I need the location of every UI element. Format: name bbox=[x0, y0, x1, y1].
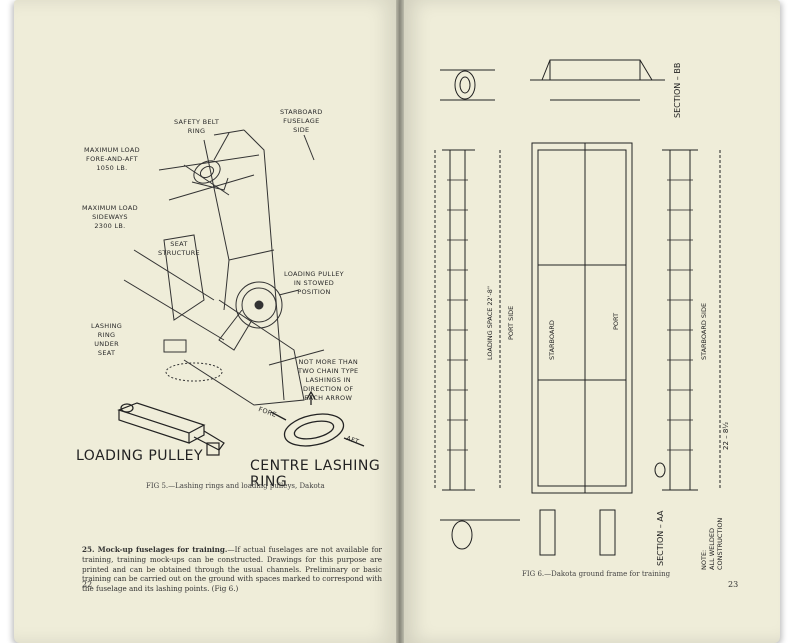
label-not-more-than: NOT MORE THAN TWO CHAIN TYPE LASHINGS IN… bbox=[298, 358, 359, 402]
note-label: NOTE: ALL WELDED CONSTRUCTION bbox=[700, 517, 724, 570]
page-number-right: 23 bbox=[728, 580, 739, 589]
right-page: SECTION – BB LOADING SPACE 22'-8" PORT S… bbox=[400, 0, 780, 643]
label-max-load-fore-aft: MAXIMUM LOAD FORE-AND-AFT 1050 LB. bbox=[84, 146, 140, 172]
fuselage-illustration bbox=[123, 129, 325, 406]
loading-pulley-title: LOADING PULLEY bbox=[76, 448, 204, 464]
starboard-side-label: STARBOARD SIDE bbox=[700, 302, 708, 360]
loading-pulley-drawing bbox=[117, 402, 225, 456]
left-page: SAFETY BELT RING STARBOARD FUSELAGE SIDE… bbox=[14, 0, 400, 643]
port-label: PORT bbox=[612, 312, 620, 330]
paragraph-25-text: —If actual fuselages are not available f… bbox=[82, 545, 382, 594]
label-loading-pulley-stowed: LOADING PULLEY IN STOWED POSITION bbox=[284, 270, 344, 296]
paragraph-25: 25. Mock-up fuselages for training.—If a… bbox=[82, 545, 382, 594]
loading-space-label: LOADING SPACE 22'-8" bbox=[486, 286, 494, 360]
paragraph-25-heading: 25. Mock-up fuselages for training. bbox=[82, 545, 228, 554]
section-aa-label: SECTION – AA bbox=[656, 510, 665, 567]
centre-lashing-ring-drawing bbox=[270, 390, 365, 447]
port-side-label: PORT SIDE bbox=[507, 305, 515, 340]
book-gutter bbox=[396, 0, 404, 643]
label-starboard-fuselage-side: STARBOARD FUSELAGE SIDE bbox=[280, 108, 323, 134]
label-seat-structure: SEAT STRUCTURE bbox=[158, 240, 200, 257]
figure-6-caption: FIG 6.—Dakota ground frame for training bbox=[522, 570, 671, 578]
centre-lashing-ring-title: CENTRE LASHING RING bbox=[250, 458, 381, 490]
figure-5-caption: FIG 5.—Lashing rings and loading pulleys… bbox=[146, 482, 325, 490]
starboard-label: STARBOARD bbox=[548, 320, 556, 360]
ground-frame-drawing bbox=[434, 59, 721, 556]
page-number-left: 22 bbox=[82, 580, 93, 589]
label-max-load-sideways: MAXIMUM LOAD SIDEWAYS 2300 LB. bbox=[82, 204, 138, 230]
dimension-22-label: 22 – 8½ bbox=[722, 421, 730, 450]
section-bb-label: SECTION – BB bbox=[673, 62, 682, 118]
label-lashing-ring-under-seat: LASHING RING UNDER SEAT bbox=[91, 322, 123, 357]
label-safety-belt-ring: SAFETY BELT RING bbox=[174, 118, 220, 135]
